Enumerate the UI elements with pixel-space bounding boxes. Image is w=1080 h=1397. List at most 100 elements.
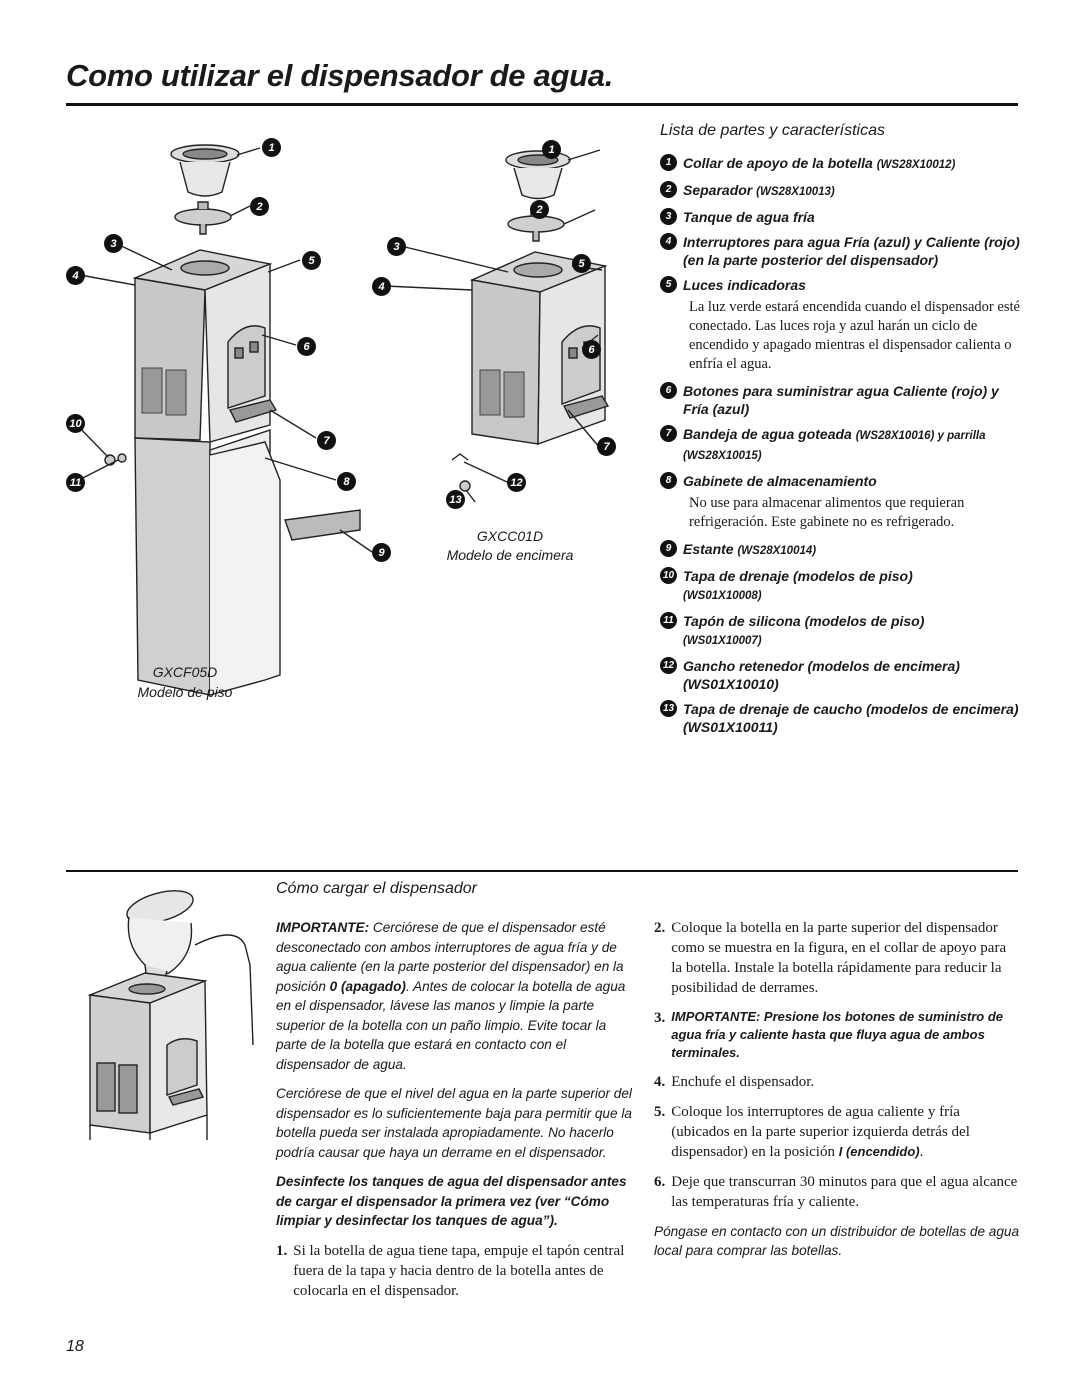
part-number: 12 xyxy=(660,657,677,674)
counter-model-number: GXCC01D xyxy=(476,528,544,544)
callout-7: 7 xyxy=(597,437,616,456)
part-number: 10 xyxy=(660,567,677,584)
part-code: (WS01X10007) xyxy=(683,635,762,647)
part-label: Estante xyxy=(683,541,734,557)
part-number: 2 xyxy=(660,181,677,198)
callout-2: 2 xyxy=(250,197,269,216)
part-label: Tapa de drenaje de caucho (modelos de en… xyxy=(683,701,1019,717)
loading-heading: Cómo cargar el dispensador xyxy=(276,880,477,897)
step-item: 1. Si la botella de agua tiene tapa, empu… xyxy=(276,1241,632,1301)
part-label: Bandeja de agua goteada xyxy=(683,426,852,442)
importante-paragraph: IMPORTANTE: Cerciórese de que el dispens… xyxy=(276,918,632,1074)
step-tail: . xyxy=(919,1144,924,1160)
step-item: 4. Enchufe el dispensador. xyxy=(654,1072,1020,1092)
callout-1: 1 xyxy=(542,140,561,159)
part-label: Gabinete de almacenamiento xyxy=(683,473,877,489)
part-item: 13 Tapa de drenaje de caucho (modelos de … xyxy=(660,700,1020,736)
step-text: Enchufe el dispensador. xyxy=(671,1074,815,1090)
callout-5: 5 xyxy=(572,254,591,273)
part-item: 1 Collar de apoyo de la botella (WS28X100… xyxy=(660,154,1020,174)
callout-7: 7 xyxy=(317,431,336,450)
part-label: Tapa de drenaje (modelos de piso) xyxy=(683,568,913,584)
callout-13: 13 xyxy=(446,490,465,509)
part-item: 3 Tanque de agua fría xyxy=(660,208,1020,226)
part-code: (WS01X10008) xyxy=(683,590,762,602)
part-number: 11 xyxy=(660,612,677,629)
step-text: Deje que transcurran 30 minutos para que… xyxy=(671,1174,1018,1210)
importante-text: Cerciórese de que el dispensador esté de… xyxy=(276,920,624,994)
part-label: Gancho retenedor (modelos de encimera) xyxy=(683,658,960,674)
part-code: (WS28X10016) y parrilla (WS28X10015) xyxy=(683,430,986,462)
parts-list: Lista de partes y características 1 Colla… xyxy=(660,122,1020,743)
section-rule xyxy=(66,870,1018,872)
part-item: 11 Tapón de silicona (modelos de piso) (WS… xyxy=(660,612,1020,650)
callout-12: 12 xyxy=(507,473,526,492)
step-text: Coloque la botella en la parte superior … xyxy=(671,920,1007,996)
callout-6: 6 xyxy=(582,340,601,359)
part-item: 8 Gabinete de almacenamiento xyxy=(660,472,1020,490)
step-number: 3. xyxy=(654,1010,666,1026)
callout-8: 8 xyxy=(337,472,356,491)
step-item: 2. Coloque la botella en la parte superio… xyxy=(654,918,1020,998)
page-title: Como utilizar el dispensador de agua. xyxy=(66,58,614,93)
step-number: 2. xyxy=(654,920,666,936)
step-text: Si la botella de agua tiene tapa, empuje… xyxy=(293,1242,625,1299)
part-label: Botones para suministrar agua Caliente (… xyxy=(683,383,999,417)
part-description: No use para almacenar alimentos que requ… xyxy=(689,495,965,530)
part-number: 9 xyxy=(660,540,677,557)
part-item: 7 Bandeja de agua goteada (WS28X10016) y … xyxy=(660,425,1020,465)
callout-4: 4 xyxy=(372,277,391,296)
floor-model-drawing xyxy=(74,144,373,697)
loading-column-left: IMPORTANTE: Cerciórese de que el dispens… xyxy=(276,918,632,1301)
callout-2: 2 xyxy=(530,200,549,219)
part-label: Collar de apoyo de la botella xyxy=(683,155,873,171)
counter-model-drawing xyxy=(384,149,610,503)
callout-9: 9 xyxy=(372,543,391,562)
disinfect-paragraph: Desinfecte los tanques de agua del dispe… xyxy=(276,1174,627,1228)
part-label: Interruptores para agua Fría (azul) y Ca… xyxy=(683,234,1020,268)
step-number: 4. xyxy=(654,1074,666,1090)
part-code: (WS01X10011) xyxy=(683,719,778,735)
importante-text-cont: . Antes de colocar la botella de agua en… xyxy=(276,978,626,1072)
callout-3: 3 xyxy=(104,234,123,253)
callout-5: 5 xyxy=(302,251,321,270)
part-label: Luces indicadoras xyxy=(683,277,806,293)
part-item: 12 Gancho retenedor (modelos de encimera)… xyxy=(660,657,1020,693)
step-number: 6. xyxy=(654,1174,666,1190)
step-number: 1. xyxy=(276,1242,288,1259)
part-item: 10 Tapa de drenaje (modelos de piso) (WS01… xyxy=(660,567,1020,605)
step-item: 3.IMPORTANTE: Presione los botones de su… xyxy=(654,1008,1020,1062)
part-number: 4 xyxy=(660,233,677,250)
loading-illustration xyxy=(87,890,254,1140)
part-label: Tapón de silicona (modelos de piso) xyxy=(683,613,925,629)
part-number: 1 xyxy=(660,154,677,171)
callout-1: 1 xyxy=(262,138,281,157)
part-code: (WS01X10010) xyxy=(683,676,779,692)
part-number: 7 xyxy=(660,425,677,442)
part-number: 13 xyxy=(660,700,677,717)
importante-lead: IMPORTANTE: xyxy=(276,920,370,935)
part-item: 9 Estante (WS28X10014) xyxy=(660,540,1020,560)
callout-11: 11 xyxy=(66,473,85,492)
part-number: 5 xyxy=(660,276,677,293)
counter-model-caption: Modelo de encimera xyxy=(446,547,574,563)
callout-3: 3 xyxy=(387,237,406,256)
part-number: 8 xyxy=(660,472,677,489)
water-level-paragraph: Cerciórese de que el nivel del agua en l… xyxy=(276,1086,632,1160)
part-item: 5 Luces indicadoras xyxy=(660,276,1020,294)
part-code: (WS28X10013) xyxy=(756,186,835,198)
callout-10: 10 xyxy=(66,414,85,433)
part-description: La luz verde estará encendida cuando el … xyxy=(689,299,1020,372)
part-number: 3 xyxy=(660,208,677,225)
title-rule xyxy=(66,103,1018,106)
step-item: 6. Deje que transcurran 30 minutos para q… xyxy=(654,1172,1020,1212)
part-code: (WS28X10012) xyxy=(876,159,956,171)
off-position: 0 (apagado) xyxy=(329,978,406,994)
step-text: Coloque los interruptores de agua calien… xyxy=(671,1104,970,1160)
part-item: 4 Interruptores para agua Fría (azul) y C… xyxy=(660,233,1020,269)
callout-4: 4 xyxy=(66,266,85,285)
part-label: Tanque de agua fría xyxy=(683,209,815,225)
parts-heading: Lista de partes y características xyxy=(660,122,885,139)
part-code: (WS28X10014) xyxy=(737,545,817,557)
